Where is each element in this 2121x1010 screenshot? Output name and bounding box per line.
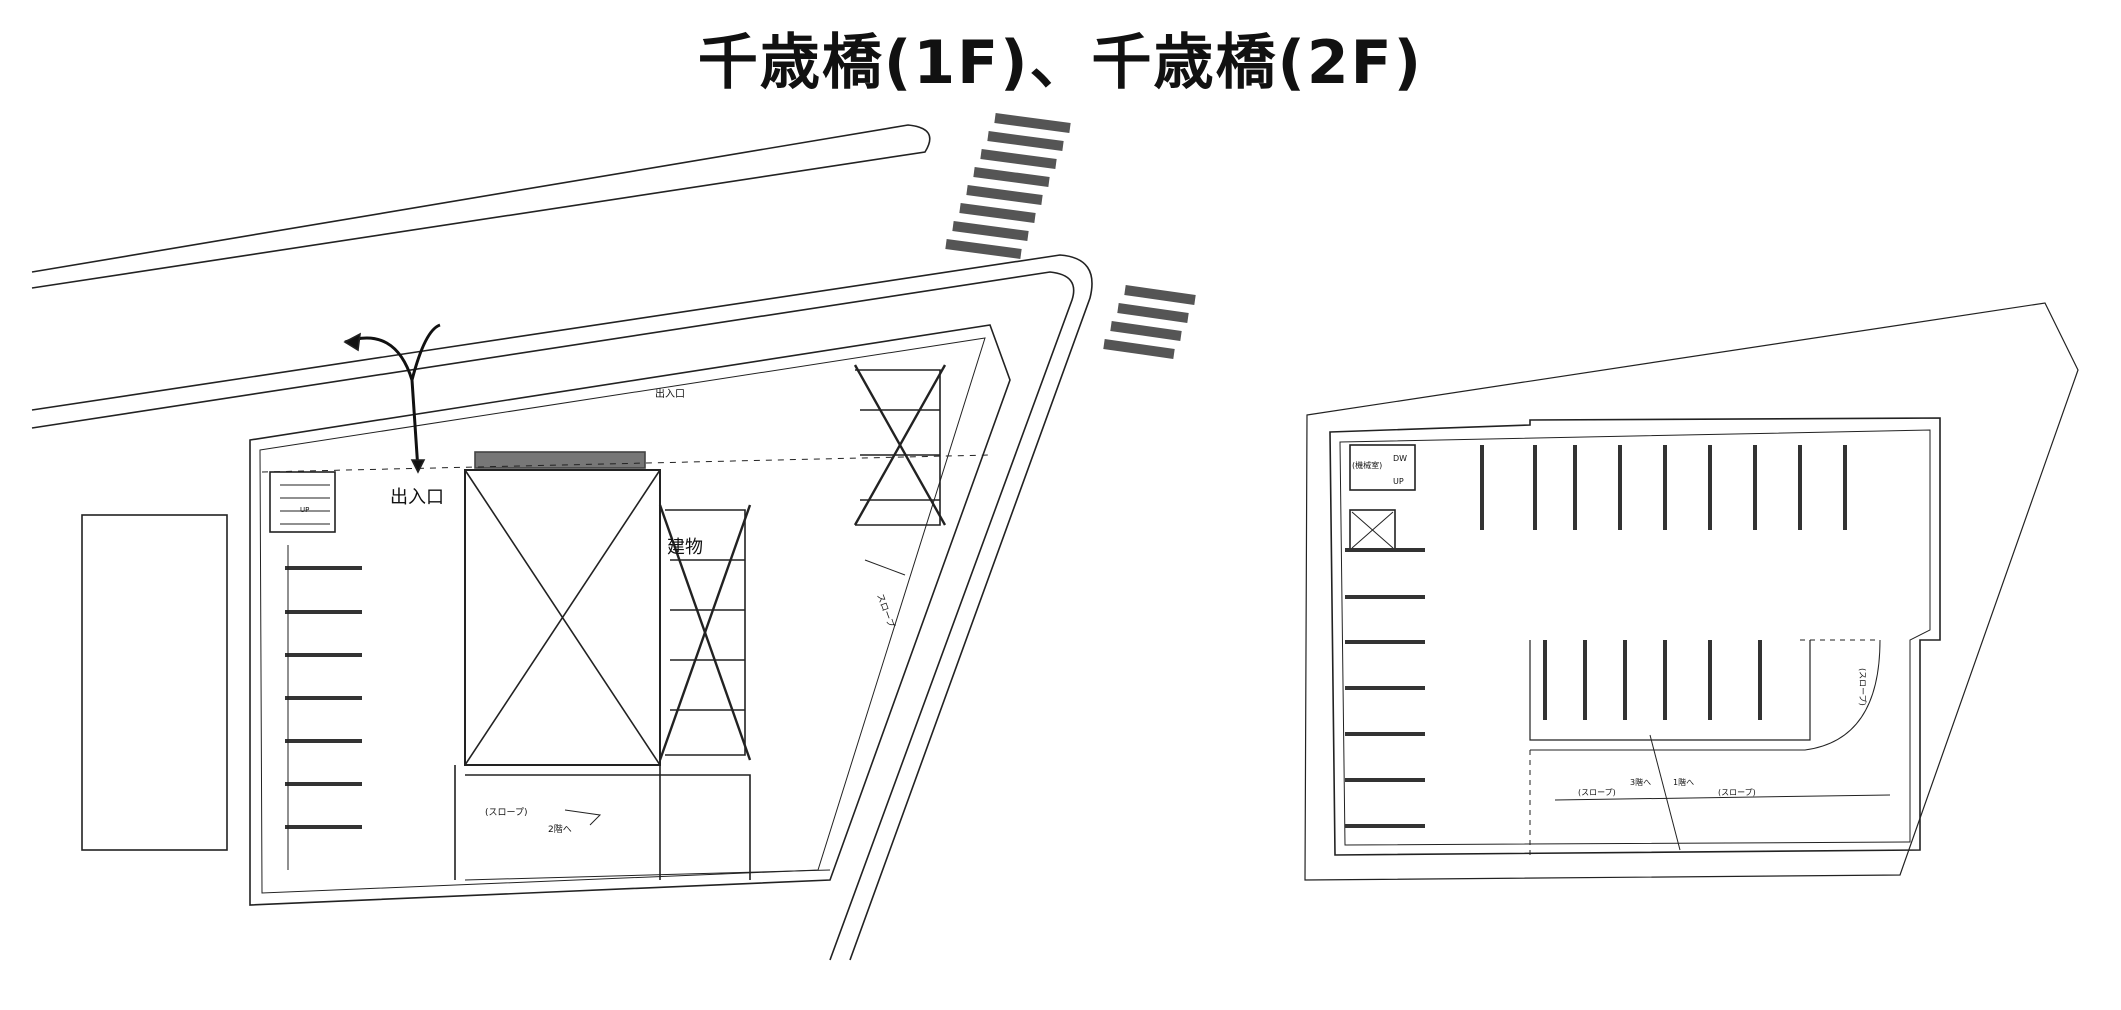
floor1-middle-stalls (658, 504, 752, 761)
slope-label-2f-right: (スロープ) (1858, 668, 1867, 706)
floor2-left-stalls (1345, 548, 1425, 828)
floor2-center-stalls (1543, 640, 1762, 720)
building (464, 451, 661, 766)
floor1-plan (31, 113, 1196, 961)
entrance-arrow (344, 323, 441, 471)
entrance-top-label: 出入口 (655, 387, 685, 400)
slope-label-1f-right: スロープ (874, 592, 896, 629)
crosswalk-right (1103, 285, 1196, 359)
up-label-1f: UP (300, 506, 309, 514)
floor2-plan (1304, 302, 2079, 881)
slope-label-2f-mid: (スロープ) (1718, 788, 1756, 797)
up-label-2f: UP (1393, 477, 1404, 486)
to-1f-label: 1階へ (1673, 777, 1694, 787)
dw-label: DW (1393, 454, 1407, 463)
equipment-room-label: (機械室) (1352, 460, 1382, 470)
floor1-topright-stalls (853, 364, 947, 526)
to-3f-label: 3階へ (1630, 777, 1651, 787)
crosswalk-top (945, 113, 1071, 259)
entrance-label: 出入口 (390, 487, 444, 508)
slope-label-2f-left: (スロープ) (1578, 788, 1616, 797)
page-title: 千歳橋(1F)、千歳橋(2F) (697, 28, 1424, 98)
floor1-left-stalls (285, 566, 362, 829)
floor2-top-stalls (1480, 445, 1847, 530)
slope-label-1f-bottom: (スロープ) (485, 807, 527, 818)
to-2f-label: 2階へ (548, 824, 572, 835)
building-label: 建物 (667, 537, 703, 558)
